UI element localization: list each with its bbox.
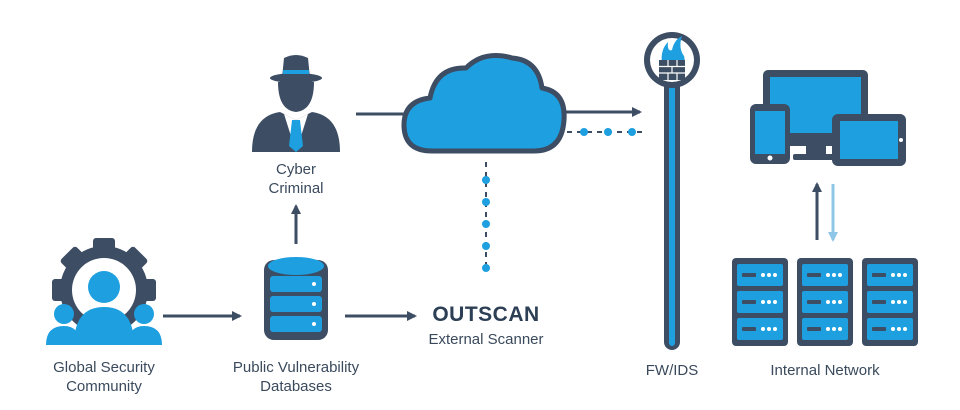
label-databases-line1: Public Vulnerability	[232, 359, 360, 376]
firewall-flame-icon	[644, 32, 700, 350]
label-network: Internal Network	[770, 362, 880, 379]
label-criminal: Cyber Criminal	[246, 160, 346, 198]
label-community: Global Security Community	[24, 358, 184, 396]
cloud-icon	[401, 53, 567, 154]
label-community-line1: Global Security	[53, 359, 155, 376]
database-icon	[264, 257, 328, 340]
gear-people-icon	[46, 238, 162, 345]
label-databases-line2: Databases	[260, 378, 332, 395]
label-firewall: FW/IDS	[645, 362, 699, 379]
hacker-icon	[252, 55, 340, 152]
label-scanner-subtitle: External Scanner	[428, 331, 544, 348]
label-community-line2: Community	[66, 378, 142, 395]
server-rack-icon	[732, 258, 918, 346]
scan-path-horizontal	[567, 128, 646, 136]
label-databases: Public Vulnerability Databases	[206, 358, 386, 396]
label-criminal-line1: Cyber	[275, 161, 316, 178]
label-criminal-line2: Criminal	[268, 180, 324, 197]
scan-path-vertical	[482, 162, 490, 272]
label-scanner-title: OUTSCAN	[432, 303, 540, 326]
devices-icon	[750, 70, 906, 166]
